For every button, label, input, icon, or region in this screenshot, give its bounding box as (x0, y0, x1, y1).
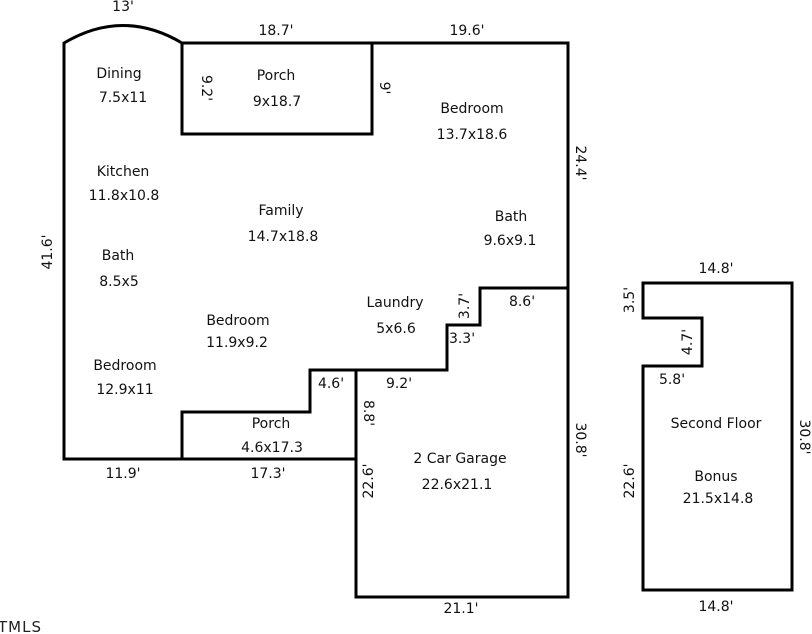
room-name: Bedroom (206, 313, 269, 329)
room-name: Bedroom (93, 358, 156, 374)
room-size: 7.5x11 (99, 90, 147, 106)
dim-label: 30.8' (796, 419, 812, 454)
room-name: Bath (102, 248, 135, 264)
dim-label: 5.8' (659, 372, 685, 388)
room-name: Bath (495, 209, 528, 225)
dim-label: 14.8' (698, 261, 733, 277)
room-porch-upper: Porch 9x18.7 (253, 68, 301, 110)
dim-label: 17.3' (250, 466, 285, 482)
dim-label: 18.7' (258, 23, 293, 39)
room-name: 2 Car Garage (413, 451, 506, 467)
room-name: Porch (257, 68, 296, 84)
room-size: 4.6x17.3 (241, 440, 303, 456)
garage-outline (354, 288, 570, 599)
room-size: 22.6x21.1 (422, 477, 493, 493)
room-size: 21.5x14.8 (683, 491, 754, 507)
room-size: 12.9x11 (96, 382, 153, 398)
dim-label: 22.6' (361, 463, 377, 498)
dim-label: 21.1' (443, 601, 478, 617)
room-kitchen: Kitchen 11.8x10.8 (89, 164, 160, 204)
room-bath-hall: Bath 8.5x5 (99, 248, 138, 290)
room-dining: Dining 7.5x11 (96, 66, 147, 106)
bonus-room-outline (641, 281, 794, 592)
room-bath-master: Bath 9.6x9.1 (484, 209, 537, 249)
room-laundry: Laundry 5x6.6 (366, 295, 423, 337)
room-size: 8.5x5 (99, 274, 138, 290)
room-name: Porch (252, 416, 291, 432)
dim-label: 9.2' (198, 75, 214, 101)
dim-label: 24.4' (572, 145, 588, 180)
floor-label: Second Floor (671, 416, 762, 432)
dim-label: 19.6' (449, 23, 484, 39)
room-name: Family (258, 203, 303, 219)
room-name: Bedroom (440, 101, 503, 117)
room-name: Bonus (694, 469, 737, 485)
dim-label: 41.6' (40, 234, 56, 269)
room-bedroom-2: Bedroom 11.9x9.2 (206, 313, 270, 351)
dim-label: 14.8' (698, 599, 733, 615)
dim-label: 22.6' (622, 463, 638, 498)
room-size: 11.9x9.2 (206, 335, 268, 351)
dim-label: 3.5' (622, 287, 638, 313)
upper-porch-outline (180, 41, 374, 136)
room-size: 9.6x9.1 (484, 233, 537, 249)
dim-label: 4.6' (318, 376, 344, 392)
dim-label: 3.3' (449, 331, 475, 347)
room-garage: 2 Car Garage 22.6x21.1 (413, 451, 506, 493)
dim-label: 4.7' (680, 329, 696, 355)
dim-label: 8.8' (360, 400, 376, 426)
room-name: Kitchen (97, 164, 150, 180)
room-bedroom-master: Bedroom 13.7x18.6 (437, 101, 508, 143)
room-bonus: Bonus 21.5x14.8 (683, 469, 754, 507)
room-second-floor: Second Floor (671, 416, 762, 432)
room-family: Family 14.7x18.8 (248, 203, 319, 245)
room-size: 9x18.7 (253, 94, 301, 110)
dim-label: 11.9' (105, 466, 140, 482)
watermark-logo: TMLS (0, 618, 42, 634)
dim-label: 9.2' (386, 376, 412, 392)
room-size: 5x6.6 (376, 321, 416, 337)
room-porch-lower: Porch 4.6x17.3 (241, 416, 303, 456)
dim-label: 30.8' (572, 422, 588, 457)
dim-label: 8.6' (509, 294, 535, 310)
room-name: Dining (96, 66, 141, 82)
room-name: Laundry (366, 295, 423, 311)
room-bedroom-3: Bedroom 12.9x11 (93, 358, 156, 398)
dim-label: 3.7' (457, 293, 473, 319)
room-size: 13.7x18.6 (437, 127, 508, 143)
dim-label: 9' (376, 82, 392, 95)
dim-label: 13' (112, 0, 134, 15)
room-size: 14.7x18.8 (248, 229, 319, 245)
room-size: 11.8x10.8 (89, 188, 160, 204)
